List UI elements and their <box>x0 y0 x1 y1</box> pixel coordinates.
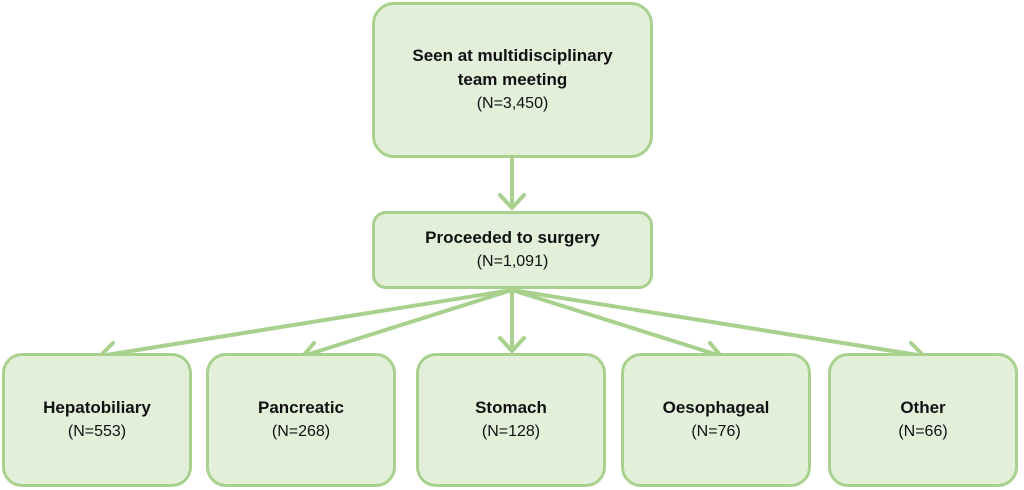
connector-to-oesophageal <box>510 288 723 358</box>
connector-to-other <box>510 288 926 358</box>
hepatobiliary-count: (N=553) <box>67 423 127 440</box>
mdt-label: Seen at multidisciplinary team meeting <box>412 46 613 89</box>
surgery-box: Proceeded to surgery (N=1,091) <box>372 211 653 289</box>
pancreatic-box: Pancreatic (N=268) <box>206 353 396 487</box>
other-box: Other (N=66) <box>828 353 1018 487</box>
pancreatic-count: (N=268) <box>271 423 331 440</box>
mdt-count: (N=3,450) <box>476 95 549 112</box>
arrowhead-surgery <box>498 193 526 210</box>
connector-to-hepatobiliary <box>98 288 514 358</box>
oesophageal-box: Oesophageal (N=76) <box>621 353 811 487</box>
other-count: (N=66) <box>898 423 948 440</box>
hepatobiliary-label: Hepatobiliary <box>43 398 151 417</box>
surgery-label: Proceeded to surgery <box>425 228 600 247</box>
connector-to-pancreatic <box>301 288 514 358</box>
surgery-count: (N=1,091) <box>476 253 549 270</box>
hepatobiliary-box: Hepatobiliary (N=553) <box>2 353 192 487</box>
arrowhead-stomach <box>498 336 526 353</box>
stomach-label: Stomach <box>475 398 547 417</box>
stomach-box: Stomach (N=128) <box>416 353 606 487</box>
mdt-box: Seen at multidisciplinary team meeting (… <box>372 2 653 158</box>
pancreatic-label: Pancreatic <box>258 398 344 417</box>
oesophageal-label: Oesophageal <box>662 398 770 417</box>
other-label: Other <box>900 398 946 417</box>
oesophageal-count: (N=76) <box>691 423 741 440</box>
stomach-count: (N=128) <box>481 423 541 440</box>
